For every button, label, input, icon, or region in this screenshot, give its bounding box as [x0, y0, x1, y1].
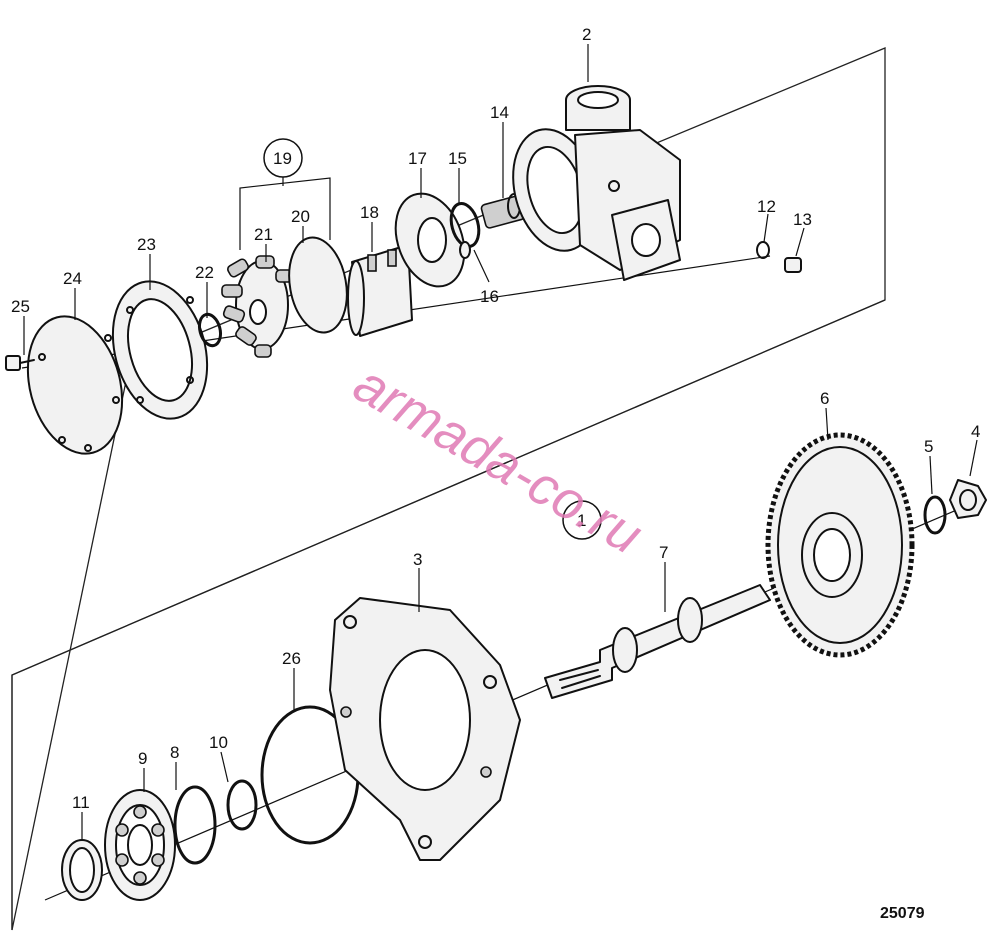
label-part-9: 9 [138, 749, 147, 768]
label-part-12: 12 [757, 197, 776, 216]
label-part-4: 4 [971, 422, 980, 441]
label-part-11: 11 [72, 793, 90, 812]
lock-washer [923, 495, 947, 535]
bracket-19 [239, 177, 331, 250]
label-part-17: 17 [408, 149, 427, 168]
label-part-8: 8 [170, 743, 179, 762]
label-part-20: 20 [291, 207, 310, 226]
ball-bearing [104, 789, 176, 901]
cover-screw [5, 355, 35, 371]
label-part-23: 23 [137, 235, 156, 254]
label-assembly-19: 19 [273, 149, 292, 168]
gear-nut [949, 479, 987, 519]
cover-plate [26, 315, 124, 455]
small-o-ring [197, 312, 223, 348]
label-part-14: 14 [490, 103, 509, 122]
label-part-6: 6 [820, 389, 829, 408]
label-part-3: 3 [413, 550, 422, 569]
label-part-21: 21 [254, 225, 273, 244]
retaining-ring-large [61, 839, 103, 901]
watermark: armada-co.ru [344, 353, 652, 566]
figure-number: 25079 [880, 905, 925, 922]
label-part-24: 24 [63, 269, 82, 288]
circlip [226, 779, 258, 831]
label-part-5: 5 [924, 437, 933, 456]
label-part-15: 15 [448, 149, 467, 168]
pump-shaft [544, 584, 771, 699]
bearing-housing [329, 597, 521, 861]
assembly-bubble-1 [562, 500, 602, 540]
part-labels: 2 3 4 5 6 7 8 9 10 11 12 13 14 15 16 17 … [11, 25, 980, 812]
label-part-2: 2 [582, 25, 591, 44]
pump-housing [512, 85, 681, 281]
impeller [221, 255, 293, 358]
snap-ring [173, 785, 217, 865]
seal-washer [459, 241, 471, 259]
housing-screw [784, 257, 802, 273]
wear-plate [288, 236, 348, 334]
washer [756, 241, 770, 259]
cover-gasket [111, 280, 209, 420]
seal-plate [394, 192, 466, 288]
cam-insert [347, 244, 413, 337]
drive-gear [765, 432, 915, 658]
label-part-22: 22 [195, 263, 214, 282]
label-part-18: 18 [360, 203, 379, 222]
label-part-7: 7 [659, 543, 668, 562]
label-part-16: 16 [480, 287, 499, 306]
label-assembly-1: 1 [577, 511, 586, 530]
label-part-10: 10 [209, 733, 228, 752]
label-part-26: 26 [282, 649, 301, 668]
lower-assembly-frame [11, 299, 886, 930]
label-part-13: 13 [793, 210, 812, 229]
leader-lines [23, 44, 978, 840]
label-part-25: 25 [11, 297, 30, 316]
